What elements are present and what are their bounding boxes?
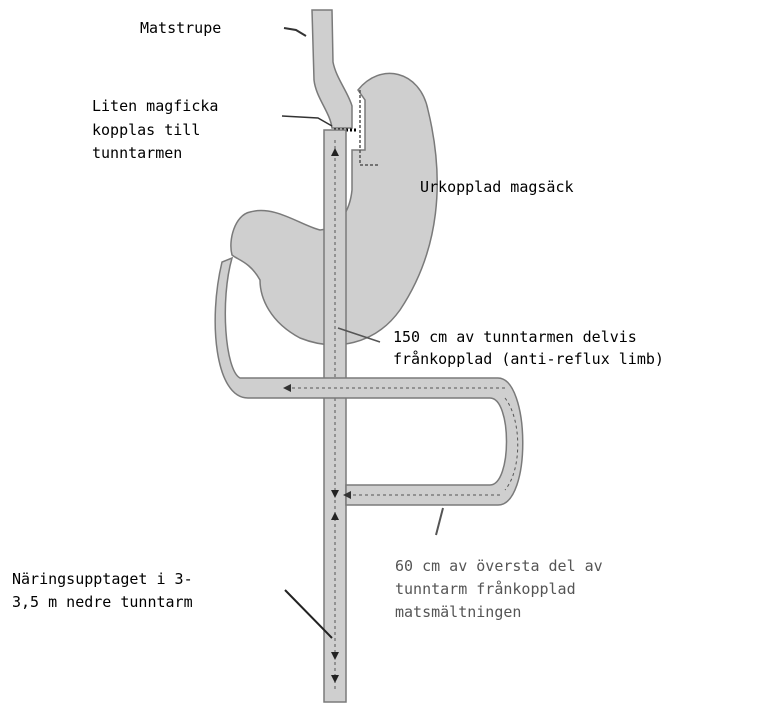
- leader-magficka: [282, 116, 332, 126]
- label-magficka-line3: tunntarmen: [92, 144, 182, 163]
- leader-60: [436, 508, 443, 535]
- label-matstrupe: Matstrupe: [140, 19, 221, 38]
- label-150cm-line2: frånkopplad (anti-reflux limb): [393, 350, 664, 369]
- leader-matstrupe: [284, 28, 306, 36]
- label-magficka-line1: Liten magficka: [92, 97, 218, 116]
- label-60cm-line2: tunntarm frånkopplad: [395, 580, 576, 599]
- label-60cm-line3: matsmältningen: [395, 603, 521, 622]
- label-naring-line1: Näringsupptaget i 3-: [12, 570, 193, 589]
- esophagus: [312, 10, 352, 128]
- label-magficka-line2: kopplas till: [92, 121, 200, 140]
- label-60cm-line1: 60 cm av översta del av: [395, 557, 603, 576]
- label-naring-line2: 3,5 m nedre tunntarm: [12, 593, 193, 612]
- label-150cm-line1: 150 cm av tunntarmen delvis: [393, 328, 637, 347]
- label-excluded-stomach: Urkopplad magsäck: [420, 178, 574, 197]
